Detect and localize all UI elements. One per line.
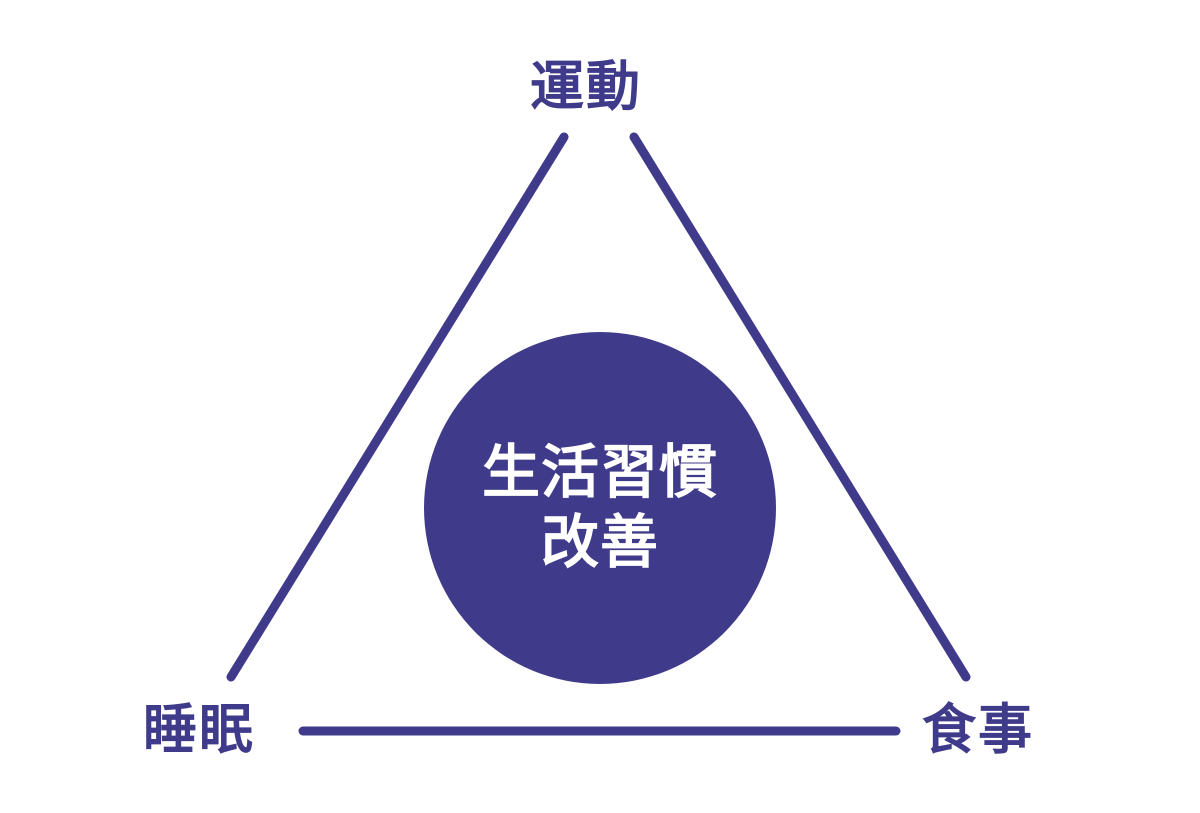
edge-right — [629, 132, 971, 682]
center-title-line1: 生活習慣 — [481, 438, 718, 507]
vertex-label-diet: 食事 — [922, 698, 1034, 761]
vertex-label-exercise: 運動 — [530, 55, 642, 118]
center-title-line2: 改善 — [540, 508, 659, 576]
edge-left — [226, 132, 569, 682]
vertex-label-sleep: 睡眠 — [143, 698, 255, 761]
center-circle: 生活習慣 改善 — [424, 332, 776, 684]
